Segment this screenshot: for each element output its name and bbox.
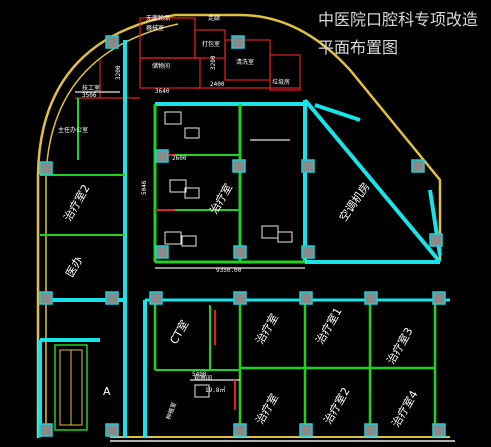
room-packing: 打包室 (202, 40, 220, 48)
top-service-block (75, 17, 301, 99)
room-treat-2: 治疗室2 (320, 385, 352, 427)
room-treat-4: 治疗室4 (388, 388, 420, 430)
room-treatment-main: 治疗室 (206, 181, 235, 217)
room-director: 主任办公室 (58, 126, 88, 134)
room-supply: 器械室 (146, 24, 164, 32)
room-treat-a: 治疗室 (252, 311, 281, 347)
stair-label-a: A (103, 385, 111, 398)
room-consult: 种植室 (164, 401, 178, 421)
green-walls (40, 98, 437, 437)
inner-curve-wall (45, 23, 179, 430)
room-small: 观察间 (194, 374, 212, 382)
room-office: 技工室 (82, 84, 100, 92)
room-garbage: 垃圾房 (272, 78, 290, 86)
room-doctor-office: 医办 (63, 254, 85, 280)
room-treat-1: 治疗室1 (312, 305, 344, 347)
dim-9: 3200 (115, 65, 122, 80)
room-corridor-top: 走廊 (208, 14, 220, 22)
dim-6: 5400 (192, 371, 207, 378)
room-treat-b: 治疗室 (252, 391, 281, 427)
detail-lines (75, 91, 305, 381)
area-label: 19.8㎡ (205, 386, 225, 394)
dim-8: 5046 (141, 180, 148, 195)
dim-2: 2400 (210, 81, 225, 88)
plan-title-line1: 中医院口腔科专项改造 (318, 10, 478, 29)
dim-5: 9350.00 (216, 267, 242, 274)
staircase (54, 344, 88, 431)
dim-7: 2600 (172, 155, 187, 162)
dim-3: 3200 (210, 55, 217, 70)
cyan-walls (38, 40, 450, 437)
room-ac: 空调机房 (336, 180, 373, 224)
room-treat-3: 治疗室3 (383, 325, 415, 367)
dim-1: 3640 (155, 88, 170, 95)
room-cleaning: 清洗室 (236, 58, 254, 66)
room-ct: CT室 (166, 317, 191, 346)
outer-curve-wall (36, 13, 442, 438)
columns (39, 35, 446, 437)
room-disinfect: 无菌物品 (146, 14, 170, 22)
dental-chairs (164, 111, 293, 398)
dim-4: 3506 (82, 92, 97, 99)
room-storage: 储物间 (152, 62, 170, 70)
plan-title-line2: 平面布置图 (318, 38, 398, 57)
room-doctor2: 治疗室2 (60, 182, 92, 224)
